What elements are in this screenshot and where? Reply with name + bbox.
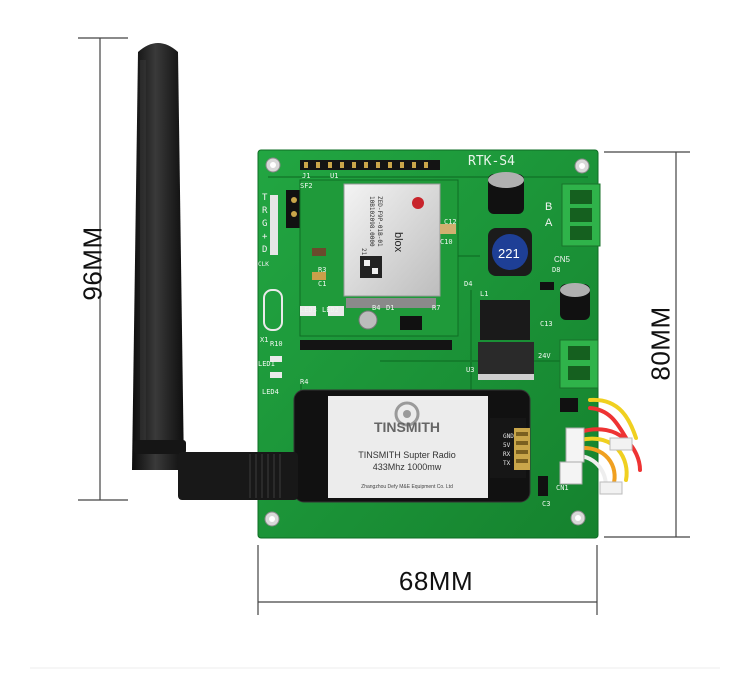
radio-brand: TINSMITH	[374, 419, 440, 435]
silk-led3: LED3	[300, 306, 317, 314]
radio-pin-tx: TX	[503, 460, 511, 467]
wire-harness	[578, 397, 642, 495]
silk-d8: D8	[552, 266, 560, 274]
terminal-label-cn5: CN5	[554, 255, 571, 264]
mounting-holes	[264, 157, 590, 527]
header-label-clk: CLK	[258, 261, 269, 268]
radio-spec: 433Mhz 1000mw	[373, 462, 442, 472]
antenna	[132, 43, 298, 500]
silk-led2: LED2	[322, 306, 339, 314]
module-bottom-header	[300, 340, 452, 350]
silk-cn1: CN1	[556, 484, 569, 492]
silk-c13: C13	[540, 320, 553, 328]
silk-sf2: SF2	[300, 182, 313, 190]
top-header-pins	[300, 160, 440, 170]
silk-u1: U1	[330, 172, 338, 180]
radio-module	[293, 389, 531, 503]
gnss-line-2: 10B102098.0000	[368, 196, 375, 247]
gnss-module: blox ZED-F9P-01B-01 10B102098.0000 2111	[299, 179, 459, 337]
power-inductor: 221	[488, 228, 532, 276]
radio-model: TINSMITH Supter Radio	[358, 450, 456, 460]
board-width-label: 68MM	[398, 566, 474, 596]
silk-d4: D4	[464, 280, 472, 288]
silk-r3: R3	[318, 266, 326, 274]
header-label-t: T	[262, 193, 268, 203]
radio-pin-5v: 5V	[503, 442, 511, 449]
header-label-r: R	[262, 206, 268, 216]
side-connectors	[559, 427, 585, 485]
gnss-line-1: ZED-F9P-01B-01	[376, 196, 383, 247]
silk-led1: LED1	[258, 360, 275, 368]
silk-u3: U3	[466, 366, 474, 374]
silk-r4: R4	[300, 378, 308, 386]
radio-pin-rx: RX	[503, 451, 511, 458]
radio-pin-header	[514, 428, 530, 470]
radio-maker: Zhangzhou Defy M&E Equipment Co. Ltd	[361, 484, 453, 490]
silk-c10: C10	[440, 238, 453, 246]
dimension-lines	[78, 37, 690, 615]
header-label-g: G	[262, 219, 267, 229]
terminal-block-top	[561, 183, 601, 247]
model-label: RTK-S4	[468, 154, 515, 169]
silk-24v: 24V	[538, 352, 551, 360]
silk-c3: C3	[542, 500, 550, 508]
terminal-label-a: A	[545, 217, 553, 229]
silk-d1: D1	[386, 304, 394, 312]
terminal-label-b: B	[545, 201, 552, 213]
radio-logo-gear	[394, 401, 420, 427]
left-header	[270, 190, 302, 255]
smd-components	[263, 224, 578, 496]
silk-c12: C12	[444, 218, 457, 226]
gnss-line-3: 2111	[360, 248, 367, 263]
silk-c1: C1	[318, 280, 326, 288]
header-label-d: D	[262, 245, 267, 255]
silk-r7: R7	[432, 304, 440, 312]
silk-x1: X1	[260, 336, 268, 344]
silk-b4: B4	[372, 304, 380, 312]
silk-r10: R10	[270, 340, 283, 348]
terminal-block-power	[559, 339, 599, 389]
silk-j1: J1	[302, 172, 310, 180]
header-label-plus: +	[262, 232, 268, 242]
board-height-label: 80MM	[645, 306, 676, 381]
radio-pin-gnd: GND	[503, 433, 514, 440]
gnss-brand: blox	[392, 232, 404, 253]
electrolytic-capacitors	[488, 172, 590, 320]
antenna-height-label: 96MM	[77, 226, 108, 301]
silk-l1: L1	[480, 290, 488, 298]
silk-led4: LED4	[262, 388, 279, 396]
inductor-label: 221	[498, 246, 520, 261]
